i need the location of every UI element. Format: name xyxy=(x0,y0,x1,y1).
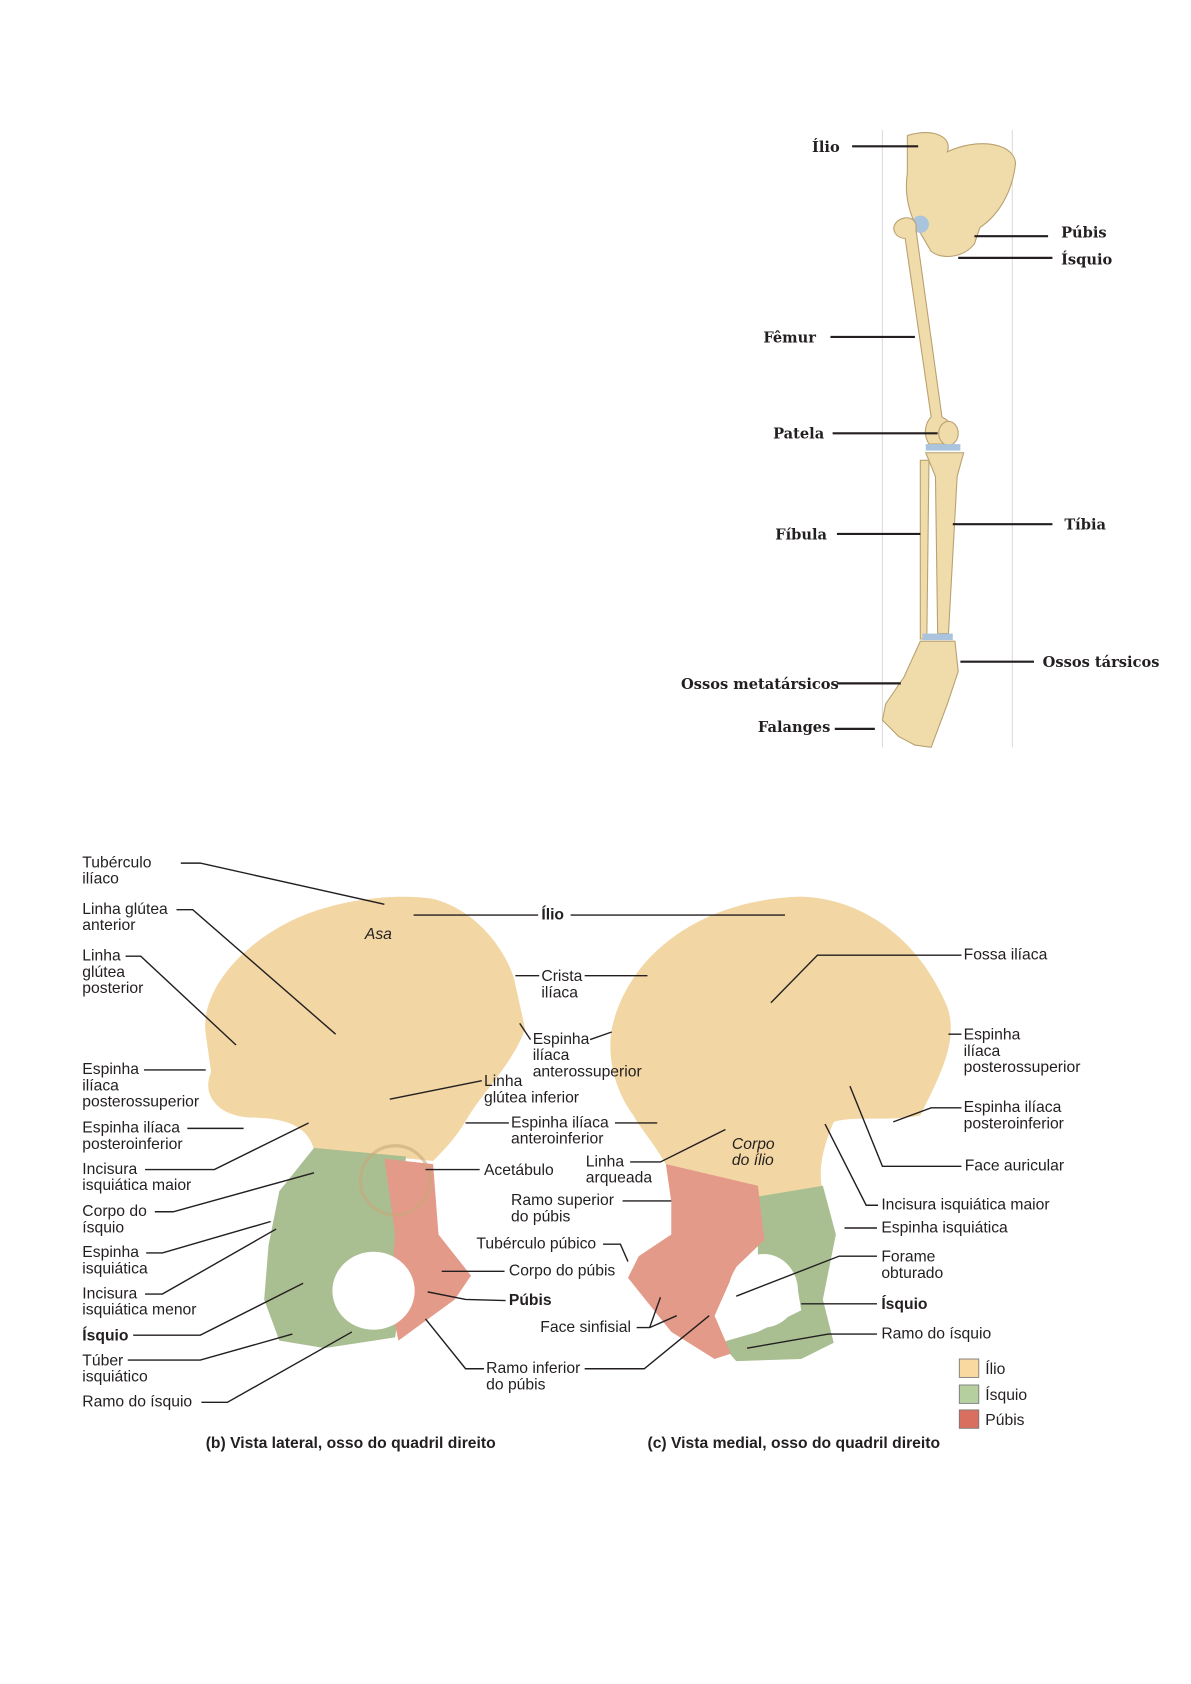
fibula-illustration xyxy=(919,459,930,640)
legend-swatch-ilio xyxy=(958,1358,980,1378)
label-acetabulo: Acetábulo xyxy=(484,1162,554,1179)
label-tibia: Tíbia xyxy=(1064,517,1106,534)
label-falanges: Falanges xyxy=(758,719,830,736)
label-isquio: Ísquio xyxy=(1061,250,1112,268)
foot-illustration xyxy=(881,640,959,748)
label-ramo-isquio-lateral: Ramo do ísquio xyxy=(82,1394,192,1411)
legend-label-isquio: Ísquio xyxy=(985,1385,1027,1404)
label-asa: Asa xyxy=(364,926,392,943)
pubis-region-medial xyxy=(627,1164,765,1360)
label-patela: Patela xyxy=(773,426,825,443)
pelvis-illustration xyxy=(905,132,1017,258)
label-fibula: Fíbula xyxy=(775,526,827,543)
leg-skeleton xyxy=(881,130,1017,748)
label-corpo-pubis: Corpo do púbis xyxy=(509,1263,616,1280)
label-tuberculo-pubico: Tubérculo púbico xyxy=(476,1236,596,1253)
leg-labels: Ílio Púbis Ísquio Fêmur Patela Fíbula Tí… xyxy=(681,138,1159,736)
obturator-foramen xyxy=(332,1251,415,1330)
tibia-illustration xyxy=(924,452,965,635)
ilium-region xyxy=(205,896,526,1161)
label-ilio: Ílio xyxy=(812,138,840,156)
acetabulum xyxy=(358,1144,432,1217)
label-face-sinfisial: Face sinfisial xyxy=(540,1319,631,1336)
legend-label-ilio: Ílio xyxy=(985,1359,1005,1378)
label-ramo-isquio-medial: Ramo do ísquio xyxy=(881,1325,991,1342)
legend-swatch-isquio xyxy=(958,1384,980,1404)
label-ilio-hip: Ílio xyxy=(541,904,564,923)
label-espinha-isquiatica-medial: Espinha isquiática xyxy=(881,1219,1008,1236)
legend: Ílio Ísquio Púbis xyxy=(958,1358,1027,1429)
legend-swatch-pubis xyxy=(958,1409,980,1429)
ischium-region-medial xyxy=(720,1185,836,1362)
caption-lateral: (b) Vista lateral, osso do quadril direi… xyxy=(206,1435,496,1452)
label-incisura-maior-medial: Incisura isquiática maior xyxy=(881,1197,1049,1214)
label-face-auricular: Face auricular xyxy=(965,1158,1064,1175)
label-femur: Fêmur xyxy=(763,329,816,346)
label-isquio-lateral: Ísquio xyxy=(82,1326,128,1345)
label-pubis: Púbis xyxy=(1061,224,1107,241)
label-isquio-medial: Ísquio xyxy=(881,1294,927,1313)
ilium-region-medial xyxy=(610,896,951,1203)
legend-label-pubis: Púbis xyxy=(985,1412,1024,1429)
label-ossos-tarsicos: Ossos társicos xyxy=(1043,654,1160,671)
obturator-foramen-medial xyxy=(728,1253,798,1328)
label-pubis-hip: Púbis xyxy=(509,1292,552,1309)
label-ossos-metatarsicos: Ossos metatársicos xyxy=(681,676,839,693)
patella-illustration xyxy=(938,420,959,446)
caption-medial: (c) Vista medial, osso do quadril direit… xyxy=(647,1435,940,1452)
label-fossa-iliaca: Fossa ilíaca xyxy=(964,946,1048,963)
hip-bone-lateral xyxy=(205,896,526,1349)
